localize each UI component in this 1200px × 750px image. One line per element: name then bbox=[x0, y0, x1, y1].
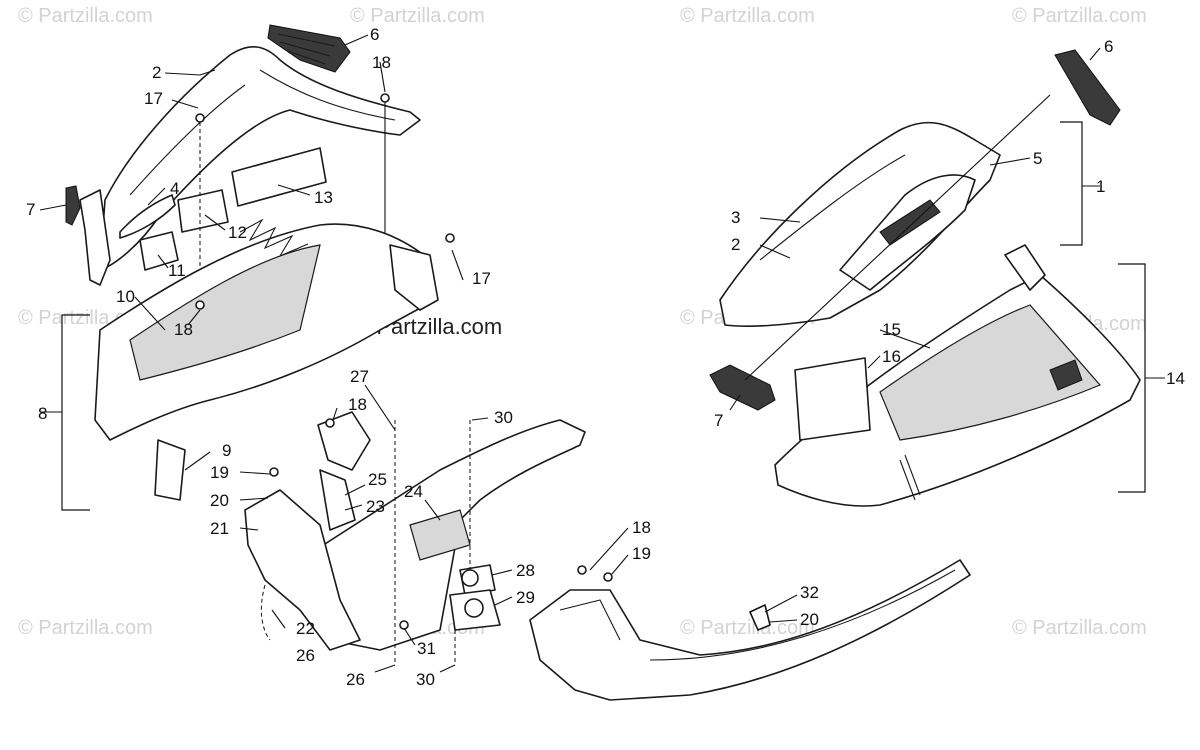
callout-30-bottom: 30 bbox=[416, 670, 435, 689]
fastener-17-top bbox=[195, 113, 205, 123]
callout-21: 21 bbox=[210, 519, 229, 538]
callout-3: 3 bbox=[731, 208, 740, 227]
callout-18-rail: 18 bbox=[632, 518, 651, 537]
callout-17-top: 17 bbox=[144, 89, 163, 108]
callout-32: 32 bbox=[800, 583, 819, 602]
callout-5: 5 bbox=[1033, 149, 1042, 168]
fastener-18-belly bbox=[325, 418, 335, 428]
callout-15: 15 bbox=[882, 320, 901, 339]
callout-20-rail: 20 bbox=[800, 610, 819, 629]
fastener-18-top bbox=[380, 93, 390, 103]
watermark-top-left: © Partzilla.com bbox=[18, 5, 153, 27]
callout-4: 4 bbox=[170, 179, 179, 198]
callout-23: 23 bbox=[366, 497, 385, 516]
watermark-bottom-right: © Partzilla.com bbox=[1012, 617, 1147, 639]
grommet-28-hole bbox=[461, 569, 479, 587]
lower-shell-14-vent bbox=[1049, 359, 1083, 391]
nose-side-piece bbox=[79, 189, 111, 286]
fastener-18-mid bbox=[195, 300, 205, 310]
callout-30-top: 30 bbox=[494, 408, 513, 427]
callout-8: 8 bbox=[38, 404, 47, 423]
callout-27: 27 bbox=[350, 367, 369, 386]
callout-18-mid: 18 bbox=[174, 320, 193, 339]
callout-28: 28 bbox=[516, 561, 535, 580]
callout-25: 25 bbox=[368, 470, 387, 489]
side-rail-skid bbox=[529, 559, 971, 701]
lower-shell-right bbox=[774, 244, 1141, 507]
callout-2-left: 2 bbox=[152, 63, 161, 82]
callout-24: 24 bbox=[404, 482, 423, 501]
bracket-8 bbox=[61, 314, 90, 511]
callout-31: 31 bbox=[417, 639, 436, 658]
callout-16: 16 bbox=[882, 347, 901, 366]
watermark-top-mid-right: © Partzilla.com bbox=[680, 5, 815, 27]
callout-26-bottom: 26 bbox=[346, 670, 365, 689]
lower-shell-side-right bbox=[389, 244, 439, 311]
callout-20-belly: 20 bbox=[210, 491, 229, 510]
fastener-18-rail bbox=[577, 565, 587, 575]
decal-12 bbox=[177, 189, 229, 233]
callout-10: 10 bbox=[116, 287, 135, 306]
callout-7-right: 7 bbox=[714, 411, 723, 430]
fastener-19-rail bbox=[603, 572, 613, 582]
callout-labels: 6 2 17 18 7 4 13 12 11 10 18 17 8 9 27 1… bbox=[26, 25, 1185, 689]
watermark-top-mid-left: © Partzilla.com bbox=[350, 5, 485, 27]
callout-22: 22 bbox=[296, 619, 315, 638]
side-vent-7-left bbox=[65, 185, 81, 226]
plate-29-hole bbox=[464, 598, 484, 618]
belly-plate-recess bbox=[409, 509, 471, 561]
callout-18-top: 18 bbox=[372, 53, 391, 72]
watermark-top-right: © Partzilla.com bbox=[1012, 5, 1147, 27]
brackets bbox=[40, 121, 1165, 511]
callout-13: 13 bbox=[314, 188, 333, 207]
callout-6-left: 6 bbox=[370, 25, 379, 44]
callout-11: 11 bbox=[168, 261, 186, 280]
belly-plate-middle bbox=[244, 411, 586, 665]
callout-17-right: 17 bbox=[472, 269, 491, 288]
lower-shell-14-tab bbox=[1004, 244, 1046, 291]
leader-lines bbox=[39, 34, 1101, 673]
fastener-19-belly bbox=[269, 467, 279, 477]
decal-11 bbox=[139, 231, 179, 271]
decal-9 bbox=[154, 439, 186, 501]
callout-6-right: 6 bbox=[1104, 37, 1113, 56]
callout-19-belly: 19 bbox=[210, 463, 229, 482]
decal-4 bbox=[119, 194, 176, 239]
lower-shell-opening bbox=[129, 244, 321, 381]
bracket-25 bbox=[319, 469, 356, 531]
callout-9: 9 bbox=[222, 441, 231, 460]
watermark-bottom-left: © Partzilla.com bbox=[18, 617, 153, 639]
callout-19-rail: 19 bbox=[632, 544, 651, 563]
side-bracket-20-21 bbox=[244, 489, 361, 651]
callout-29: 29 bbox=[516, 588, 535, 607]
lower-shell-14-opening bbox=[879, 304, 1102, 441]
callout-12: 12 bbox=[228, 223, 247, 242]
callout-7-left: 7 bbox=[26, 200, 35, 219]
clip-32 bbox=[749, 604, 771, 631]
vent-grille-6-right bbox=[1054, 49, 1121, 126]
side-rail-bottom bbox=[529, 559, 971, 701]
decal-13 bbox=[231, 147, 327, 207]
callout-26-left: 26 bbox=[296, 646, 315, 665]
lower-shell-left bbox=[94, 218, 455, 501]
fastener-17-right bbox=[445, 233, 455, 243]
decal-16 bbox=[794, 357, 871, 441]
callout-2-right: 2 bbox=[731, 235, 740, 254]
callout-14: 14 bbox=[1166, 369, 1185, 388]
fastener-31 bbox=[399, 620, 409, 630]
side-vent-7-right bbox=[709, 364, 776, 411]
callout-18-belly: 18 bbox=[348, 395, 367, 414]
bracket-1 bbox=[1060, 121, 1083, 246]
watermark-bottom-mid-right: © Partzilla.com bbox=[680, 617, 815, 639]
hood-top-assembled bbox=[719, 121, 1001, 327]
callout-1: 1 bbox=[1096, 177, 1105, 196]
hood-assembly-right bbox=[709, 49, 1121, 411]
